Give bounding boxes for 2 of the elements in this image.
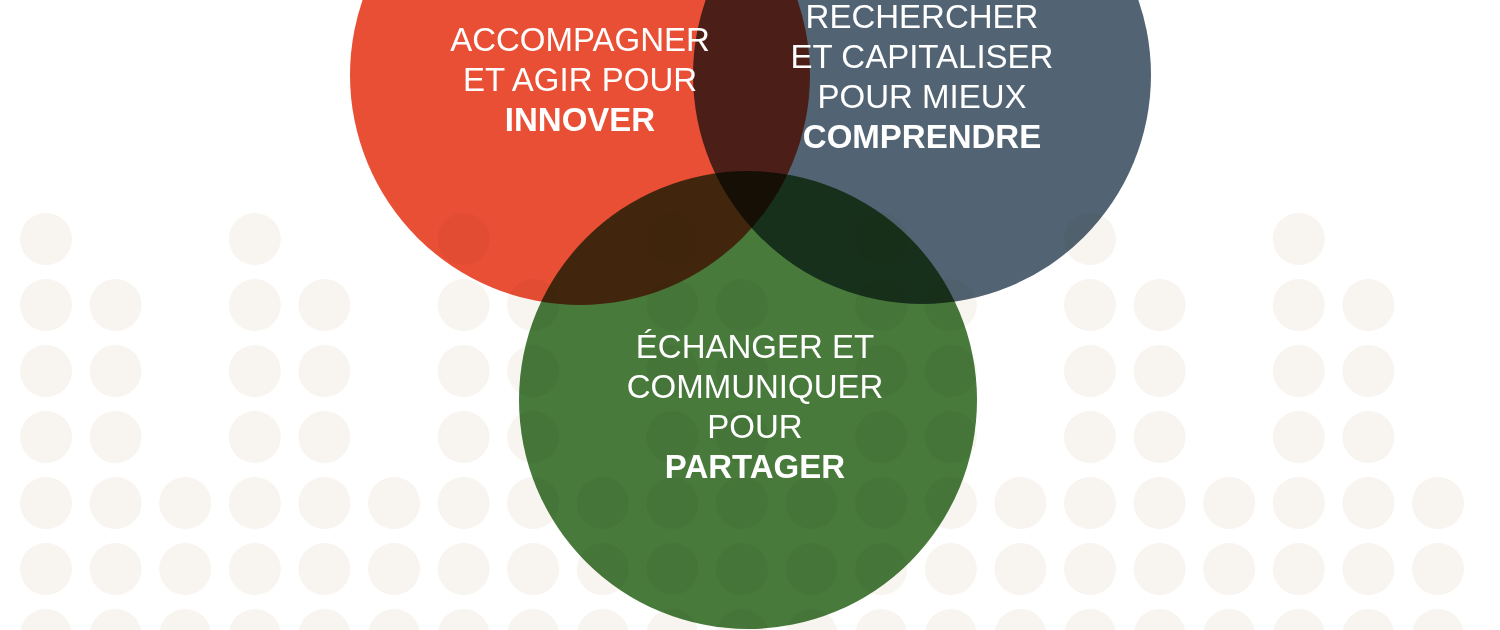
- circle-label: ÉCHANGER ET COMMUNIQUER POUR PARTAGER: [625, 327, 885, 487]
- circle-label: RECHERCHER ET CAPITALISER POUR MIEUX COMPRENDRE: [789, 0, 1055, 157]
